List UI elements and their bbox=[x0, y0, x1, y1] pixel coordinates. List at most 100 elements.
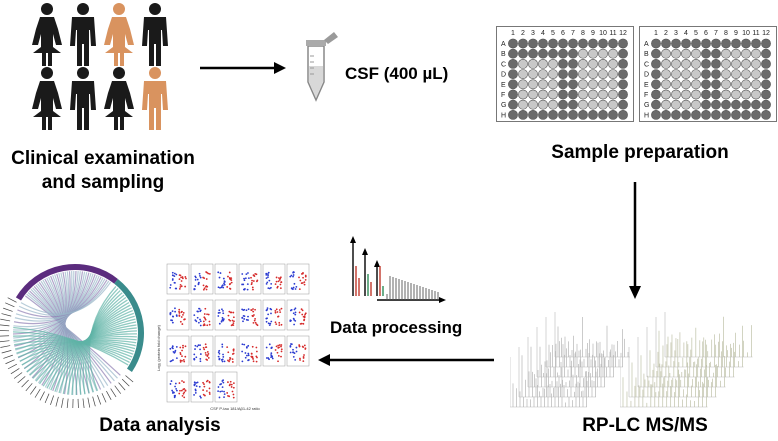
ms-spectra-right bbox=[620, 312, 753, 408]
plate-column-header: 11 bbox=[752, 30, 759, 37]
person-figure bbox=[142, 3, 168, 66]
plate-row-header: B bbox=[644, 51, 649, 58]
plate-well bbox=[671, 48, 681, 59]
person-figure bbox=[104, 67, 134, 130]
arrow-to-ms bbox=[629, 182, 641, 299]
plate-row-header: A bbox=[644, 41, 649, 48]
plate-well bbox=[538, 99, 548, 110]
plate-well bbox=[578, 89, 588, 100]
plate-well bbox=[608, 38, 618, 49]
plate-well bbox=[608, 99, 618, 110]
plate-well bbox=[528, 89, 538, 100]
plate-well bbox=[508, 79, 518, 90]
plate-well bbox=[661, 89, 671, 100]
plate-well bbox=[508, 69, 518, 79]
plate-well bbox=[671, 99, 681, 110]
plate-well bbox=[761, 79, 771, 90]
plate-well bbox=[538, 79, 548, 90]
plate-well bbox=[751, 48, 761, 59]
plate-row-header: D bbox=[501, 72, 506, 79]
plate-well bbox=[598, 69, 608, 79]
plate-well bbox=[518, 59, 528, 69]
plate-well bbox=[598, 48, 608, 59]
plate-column-header: 9 bbox=[591, 30, 595, 37]
plate-well bbox=[761, 110, 771, 120]
plate-well bbox=[538, 110, 548, 120]
plate-well bbox=[538, 38, 548, 49]
plate-well bbox=[681, 48, 691, 59]
population-label-line2: and sampling bbox=[41, 172, 165, 193]
plate-well bbox=[608, 110, 618, 120]
plate-well bbox=[691, 99, 701, 110]
plate-well bbox=[681, 38, 691, 49]
plate-well bbox=[651, 110, 661, 120]
plate-well bbox=[558, 79, 568, 90]
plate-well bbox=[701, 38, 711, 49]
person-figure bbox=[70, 67, 96, 130]
plate-well bbox=[528, 110, 538, 120]
plate-well bbox=[548, 89, 558, 100]
plate-well bbox=[618, 89, 628, 100]
plate-well bbox=[731, 110, 741, 120]
plate-well bbox=[681, 79, 691, 90]
plate-well bbox=[618, 110, 628, 120]
plate-well bbox=[661, 69, 671, 79]
plate-well bbox=[508, 38, 518, 49]
plate-well bbox=[681, 110, 691, 120]
plate-well bbox=[598, 59, 608, 69]
plate-well bbox=[588, 99, 598, 110]
plate-column-header: 8 bbox=[724, 30, 728, 37]
plate-well bbox=[558, 38, 568, 49]
plate-well bbox=[588, 89, 598, 100]
plate-well bbox=[661, 110, 671, 120]
plate-well bbox=[518, 99, 528, 110]
plate-well bbox=[731, 69, 741, 79]
plate-well bbox=[761, 99, 771, 110]
population-label: Clinical examination and sampling bbox=[8, 147, 198, 195]
plate-well bbox=[568, 59, 578, 69]
plate-well bbox=[508, 99, 518, 110]
plate-well bbox=[661, 99, 671, 110]
plate-row-header: A bbox=[501, 41, 506, 48]
plate-well bbox=[761, 59, 771, 69]
plate-well bbox=[741, 110, 751, 120]
plate-well bbox=[671, 38, 681, 49]
plate-well bbox=[588, 79, 598, 90]
plate-well bbox=[518, 38, 528, 49]
plate-well bbox=[548, 99, 558, 110]
arrow-to-analysis bbox=[318, 354, 494, 366]
plate-well bbox=[598, 110, 608, 120]
plate-well bbox=[558, 48, 568, 59]
plate-well bbox=[751, 110, 761, 120]
plate-well bbox=[588, 48, 598, 59]
population-figures bbox=[32, 2, 182, 132]
person-figure bbox=[104, 3, 134, 66]
plate-row-header: H bbox=[501, 112, 506, 119]
plate-well bbox=[741, 69, 751, 79]
plate-well bbox=[691, 48, 701, 59]
plate-well bbox=[691, 59, 701, 69]
plate-column-header: 7 bbox=[714, 30, 718, 37]
plate-well bbox=[518, 48, 528, 59]
plate-column-header: 9 bbox=[734, 30, 738, 37]
plate-well bbox=[598, 38, 608, 49]
plate-well bbox=[558, 110, 568, 120]
plate-well bbox=[671, 89, 681, 100]
arrow-to-csf bbox=[200, 62, 286, 74]
plate-well bbox=[751, 99, 761, 110]
plate-well bbox=[608, 59, 618, 69]
plate-well bbox=[548, 79, 558, 90]
plate-well bbox=[711, 89, 721, 100]
plate-well bbox=[721, 89, 731, 100]
plate-well bbox=[618, 59, 628, 69]
plate-row-header: G bbox=[501, 102, 506, 109]
plate-well bbox=[588, 110, 598, 120]
plate-column-header: 4 bbox=[541, 30, 545, 37]
csf-tube-icon bbox=[306, 32, 338, 102]
plate-well bbox=[528, 99, 538, 110]
plate-well bbox=[711, 79, 721, 90]
plate-well bbox=[701, 79, 711, 90]
plate-well bbox=[558, 69, 568, 79]
